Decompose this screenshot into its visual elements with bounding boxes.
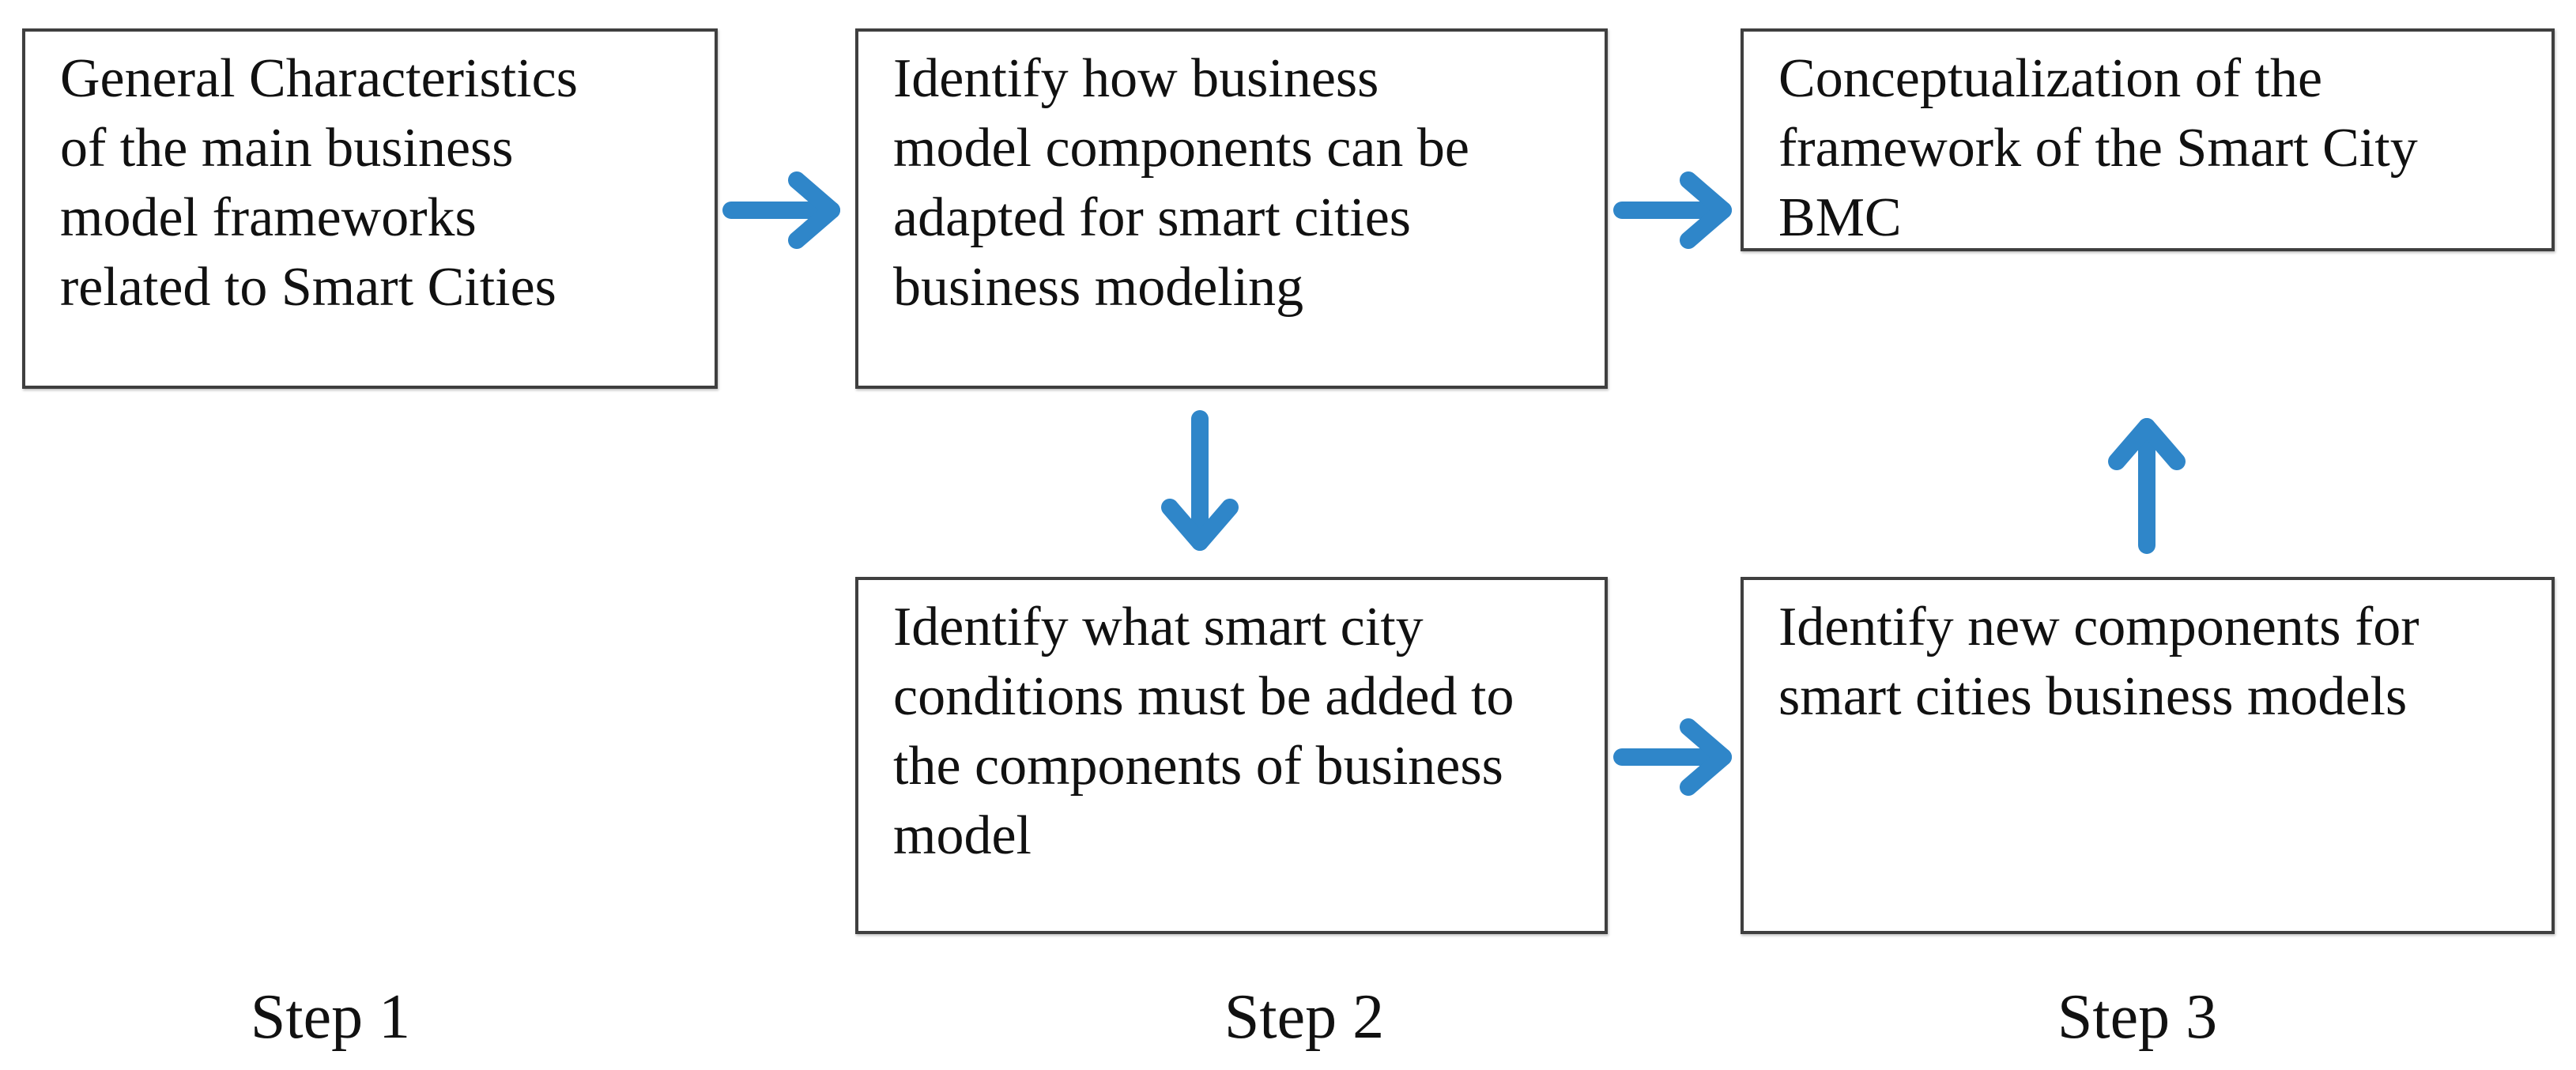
arrow-up bbox=[2108, 418, 2186, 554]
arrow-down bbox=[1161, 410, 1239, 551]
arrow-right-1 bbox=[722, 171, 840, 249]
box-identify-new-components: Identify new components for smart cities… bbox=[1741, 577, 2555, 934]
box-identify-how-components-adapted: Identify how business model components c… bbox=[855, 28, 1608, 389]
arrow-right-2 bbox=[1613, 171, 1732, 249]
arrow-right-3 bbox=[1613, 718, 1732, 796]
step-3-label: Step 3 bbox=[2057, 982, 2218, 1052]
box-identify-smart-city-conditions: Identify what smart city conditions must… bbox=[855, 577, 1608, 934]
box-general-characteristics: General Characteristics of the main busi… bbox=[22, 28, 718, 389]
step-1-label: Step 1 bbox=[250, 982, 411, 1052]
step-2-label: Step 2 bbox=[1224, 982, 1385, 1052]
box-conceptualization-framework: Conceptualization of the framework of th… bbox=[1741, 28, 2555, 251]
